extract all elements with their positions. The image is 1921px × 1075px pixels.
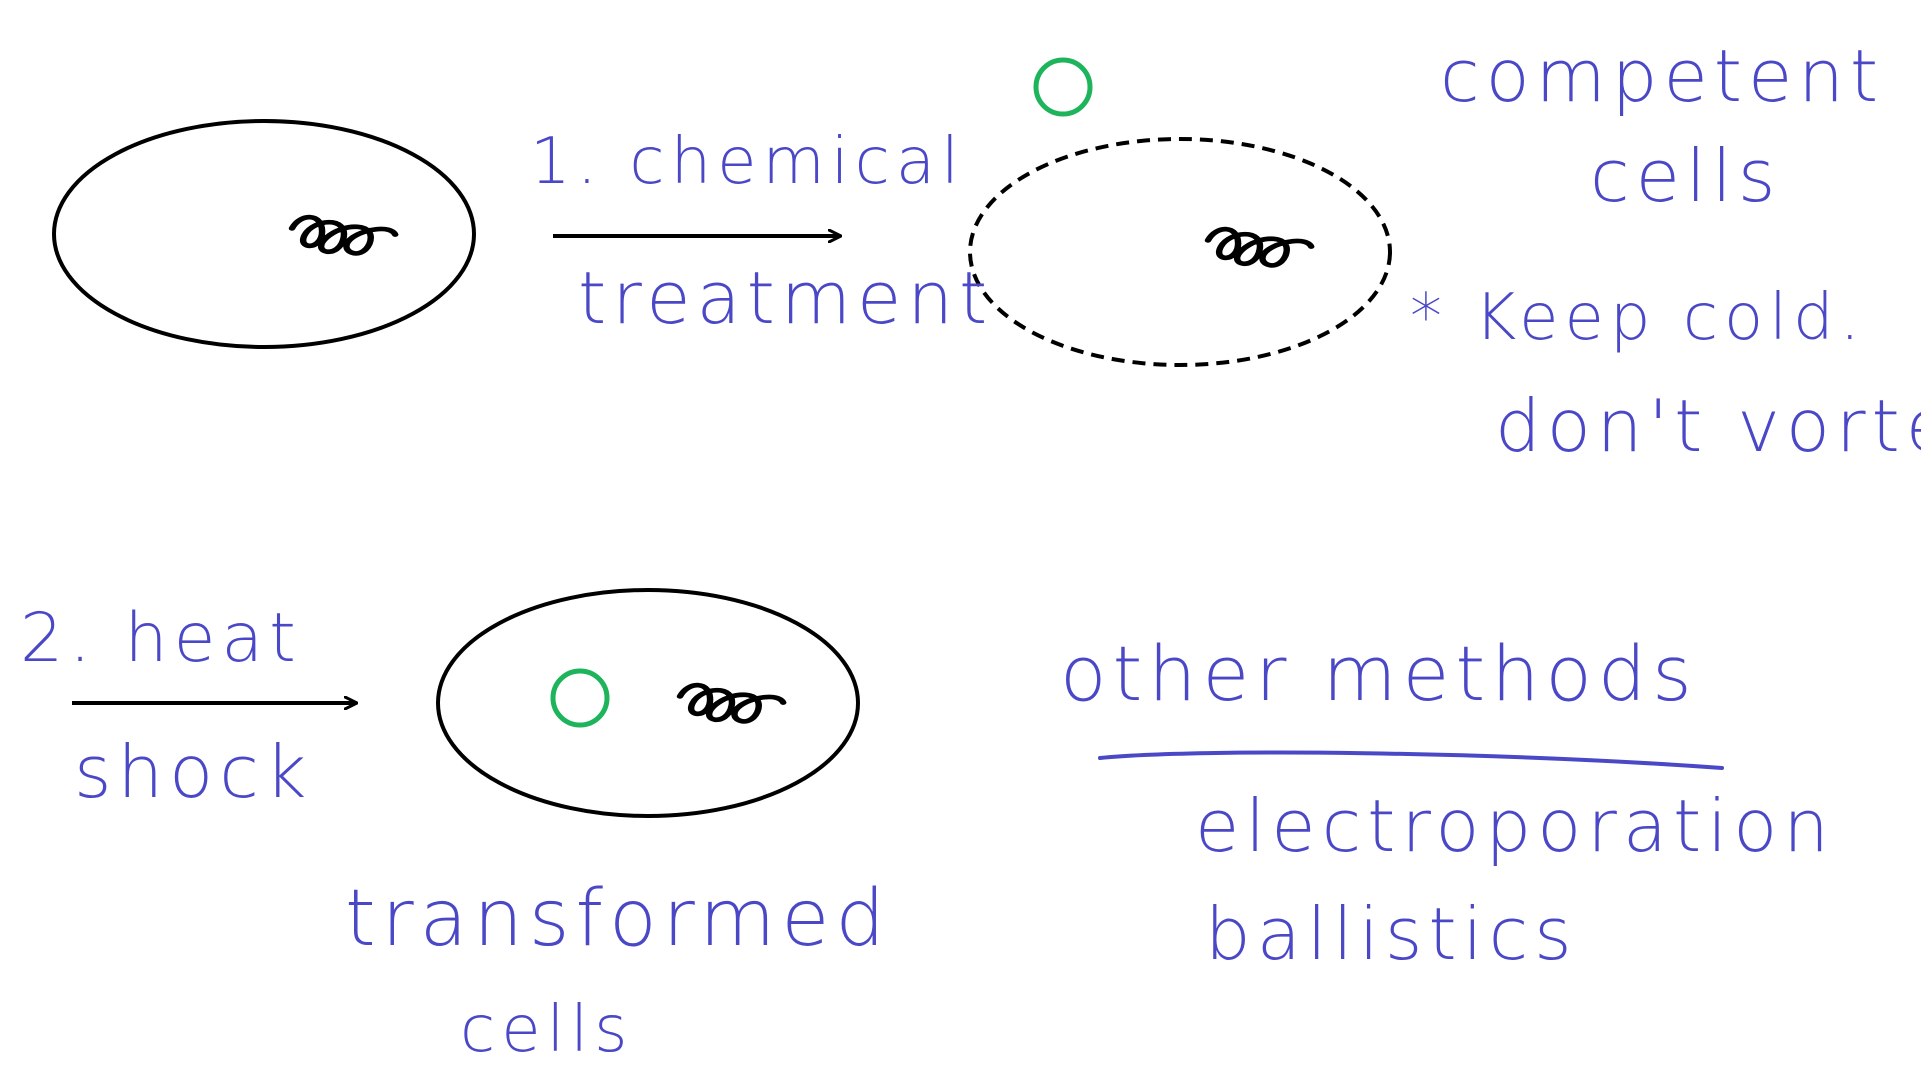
cell-untreated xyxy=(52,119,476,349)
dont-vortex-note: don't vortex xyxy=(1495,384,1921,468)
cell-transformed xyxy=(436,588,860,818)
step2-label-top: 2. heat xyxy=(20,599,302,678)
method-electroporation: electroporation xyxy=(1195,784,1835,868)
plasmid-circle-icon xyxy=(1033,57,1093,117)
transformed-cells-line1: transformed xyxy=(345,874,891,964)
step2-label-bottom: shock xyxy=(74,730,313,814)
transformed-cells-line2: cells xyxy=(460,993,634,1067)
chromosome-squiggle-icon xyxy=(1208,229,1311,265)
chromosome-squiggle-icon xyxy=(292,217,395,253)
competent-cells-line1: competent xyxy=(1440,34,1885,118)
chromosome-squiggle-icon xyxy=(680,685,783,721)
other-methods-underline xyxy=(1098,750,1724,770)
plasmid-circle-icon xyxy=(550,668,610,728)
competent-cells-line2: cells xyxy=(1590,134,1782,218)
other-methods-heading: other methods xyxy=(1060,629,1698,718)
step1-label-bottom: treatment xyxy=(578,256,994,340)
keep-cold-note: * Keep cold. xyxy=(1410,281,1866,355)
cell-competent xyxy=(968,137,1392,367)
method-ballistics: ballistics xyxy=(1205,892,1578,976)
step1-label-top: 1. chemical xyxy=(530,125,965,199)
